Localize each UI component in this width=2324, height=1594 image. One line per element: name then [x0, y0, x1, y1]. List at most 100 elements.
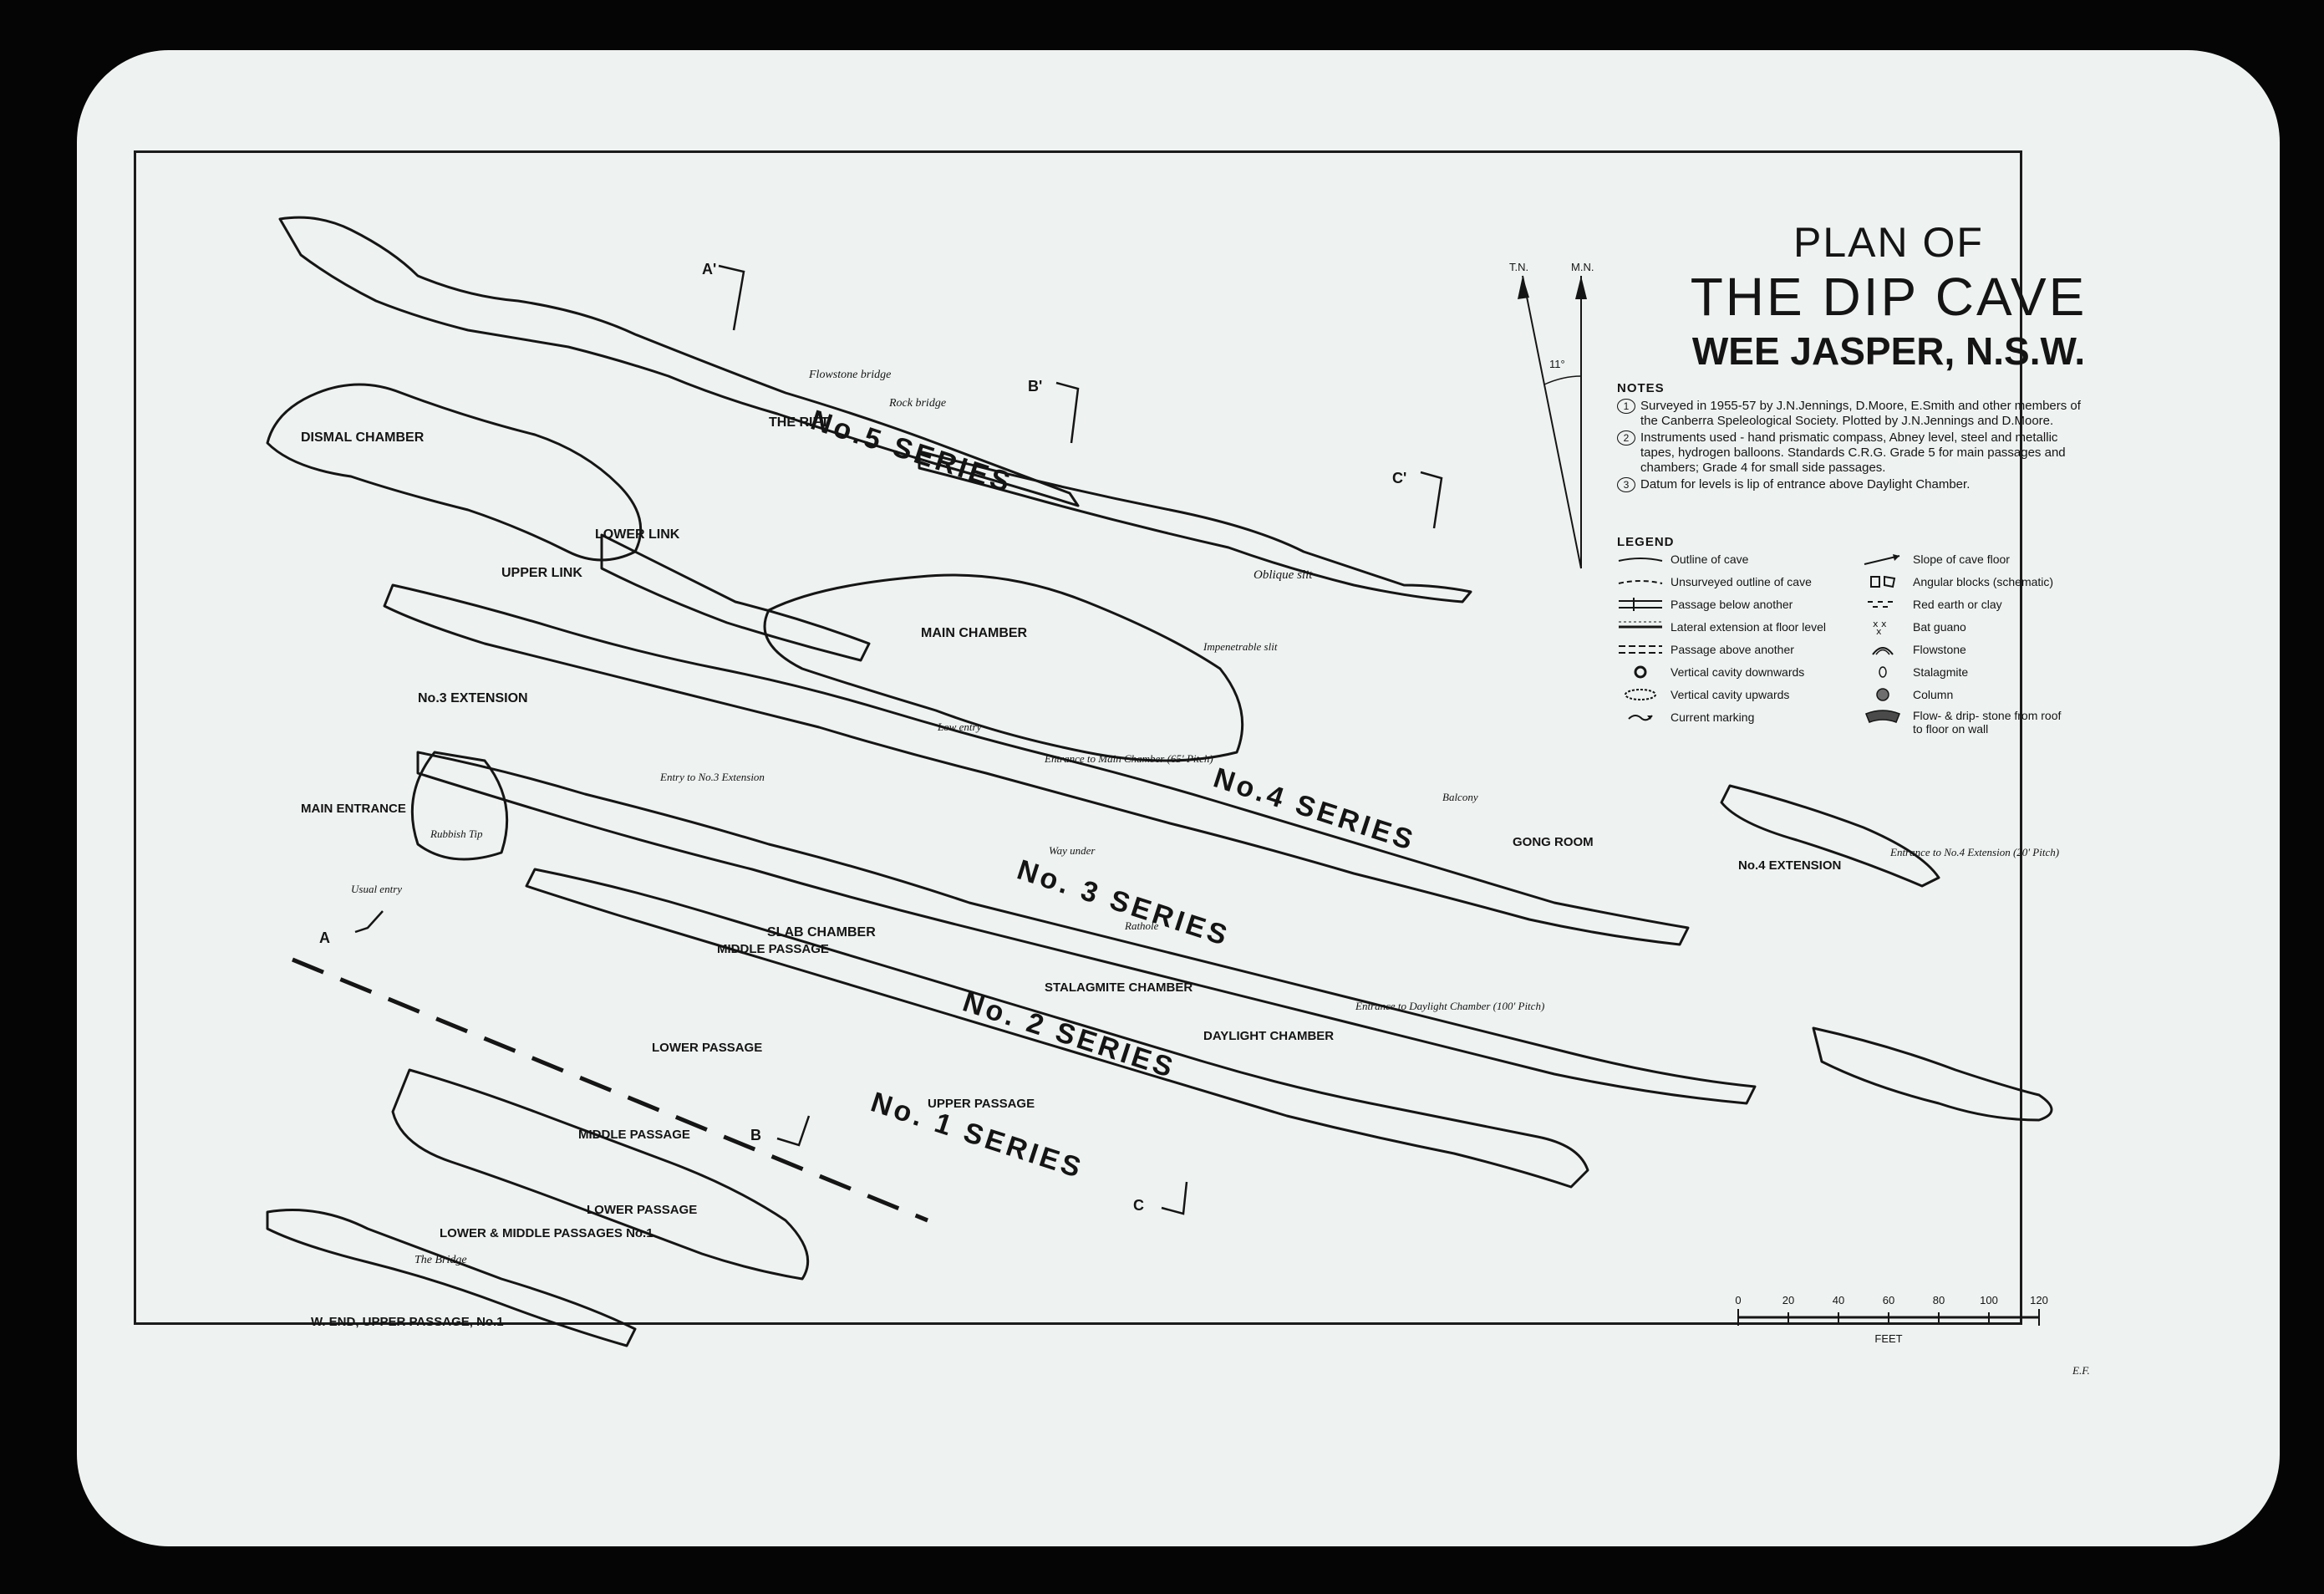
note-number: 2 [1617, 430, 1635, 446]
section-c-prime: C' [1392, 470, 1406, 486]
legend-label: Passage below another [1671, 598, 1793, 611]
legend-item: Unsurveyed outline of cave [1617, 573, 1859, 590]
svg-text:x: x [1876, 626, 1882, 635]
legend-item: Lateral extension at floor level [1617, 619, 1859, 635]
main-entrance-fan [410, 751, 509, 861]
link-passages [600, 533, 871, 662]
label-main-entrance: MAIN ENTRANCE [301, 802, 406, 816]
slope-arrow-icon [1864, 554, 1900, 565]
dashed-outline-icon [1618, 580, 1663, 584]
legend-label: Vertical cavity downwards [1671, 665, 1805, 679]
legend-label: Passage above another [1671, 643, 1794, 656]
label-lower-passage-2: LOWER PASSAGE [587, 1203, 697, 1217]
legend-label: Unsurveyed outline of cave [1671, 575, 1812, 588]
label-low-entry: Low entry [937, 721, 982, 733]
legend-label: Stalagmite [1913, 665, 1969, 679]
label-entrance-main: Entrance to Main Chamber (65' Pitch) [1044, 752, 1213, 765]
north-true-label: T.N. [1509, 261, 1528, 273]
label-lower-passage: LOWER PASSAGE [652, 1041, 762, 1055]
cavity-up-icon [1625, 689, 1656, 700]
legend-item: Vertical cavity downwards [1617, 664, 1859, 680]
legend-label: Current marking [1671, 710, 1755, 724]
east-end-outline [1812, 1026, 2053, 1122]
label-daylight-chamber: DAYLIGHT CHAMBER [1203, 1029, 1334, 1043]
legend-item: Flow- & drip- stone from roof to floor o… [1859, 709, 2085, 737]
stalagmite-icon [1879, 666, 1887, 678]
notes-heading: NOTES [1617, 381, 1665, 395]
label-flowstone-bridge: Flowstone bridge [808, 369, 891, 381]
legend-label: Column [1913, 688, 1954, 701]
scale-tick: 0 [1735, 1294, 1741, 1306]
legend-item: Angular blocks (schematic) [1859, 573, 2085, 590]
note-text: Instruments used - hand prismatic compas… [1640, 430, 2066, 475]
no4-series-outline [383, 583, 1690, 946]
map-title: PLAN OF THE DIP CAVE WEE JASPER, N.S.W. [1663, 219, 2114, 374]
label-upper-link: UPPER LINK [501, 566, 582, 580]
current-marking-icon [1628, 715, 1653, 721]
legend-label: Slope of cave floor [1913, 553, 2010, 566]
angular-blocks-icon [1870, 575, 1896, 588]
label-gong-room: GONG ROOM [1513, 835, 1594, 849]
no5-series-outline [278, 216, 1080, 507]
label-slab-chamber: SLAB CHAMBER [767, 925, 876, 940]
title-cave-name: THE DIP CAVE [1690, 267, 2088, 327]
red-earth-icon [1868, 601, 1893, 608]
label-oblique-slit: Oblique slit [1254, 568, 1313, 582]
label-no4-extension: No.4 EXTENSION [1738, 858, 1841, 873]
legend-label: Flowstone [1913, 643, 1966, 656]
dismal-chamber-outline [266, 383, 643, 562]
dashed-survey-line [292, 957, 928, 1223]
legend-block: LEGEND Outline of cave Slope of cave flo… [1617, 535, 2093, 737]
section-a: A [319, 929, 330, 946]
rift-passage [918, 450, 1472, 603]
label-middle-passage: MIDDLE PASSAGE [717, 942, 829, 956]
series-label-2: No. 2 SERIES [959, 985, 1180, 1084]
label-no3-extension: No.3 EXTENSION [418, 691, 528, 705]
lateral-extension-icon [1619, 621, 1662, 629]
flowstone-icon [1872, 647, 1894, 655]
outline-line-icon [1618, 558, 1663, 562]
title-plan-of: PLAN OF [1793, 219, 1984, 266]
legend-label: Outline of cave [1671, 553, 1749, 566]
w-end-outline [266, 1209, 637, 1347]
label-middle-passage-2: MIDDLE PASSAGE [578, 1128, 690, 1142]
label-usual-entry: Usual entry [351, 883, 402, 895]
north-arrow-icon: T.N. M.N. 11° [1509, 261, 1594, 569]
scale-tick: 40 [1833, 1294, 1844, 1306]
no3-series-outline [416, 751, 1757, 1105]
no1-series-outline [391, 1068, 810, 1281]
label-lower-link: LOWER LINK [595, 527, 680, 542]
legend-label: Red earth or clay [1913, 598, 2002, 611]
bat-guano-icon: x xx [1873, 619, 1887, 635]
legend-item: Red earth or clay [1859, 596, 2085, 613]
no4-extension-outline [1720, 784, 1940, 888]
series-label-3: No. 3 SERIES [1014, 853, 1234, 952]
draftsman-initials: E.F. [2072, 1364, 2090, 1377]
label-entrance-no4: Entrance to No.4 Extension (20' Pitch) [1889, 846, 2059, 858]
title-location: WEE JASPER, N.S.W. [1691, 329, 2086, 373]
legend-item: Column [1859, 686, 2085, 703]
note-text: Surveyed in 1955-57 by J.N.Jennings, D.M… [1640, 399, 2081, 428]
label-balcony: Balcony [1442, 791, 1478, 803]
label-the-rift: THE RIFT [769, 415, 829, 430]
legend-item: Vertical cavity upwards [1617, 686, 1859, 703]
label-entry-no3: Entry to No.3 Extension [659, 771, 765, 783]
label-rock-bridge: Rock bridge [888, 397, 946, 410]
label-way-under: Way under [1049, 844, 1096, 857]
legend-item: Slope of cave floor [1859, 551, 2085, 568]
label-w-end: W. END, UPPER PASSAGE, No.1 [311, 1315, 504, 1329]
scale-tick: 80 [1933, 1294, 1945, 1306]
slide-mount [77, 50, 2280, 1546]
legend-item: Flowstone [1859, 641, 2085, 658]
scale-tick: 20 [1782, 1294, 1794, 1306]
north-magnetic-label: M.N. [1571, 261, 1594, 273]
column-icon [1876, 688, 1889, 701]
scale-unit: FEET [1874, 1332, 1902, 1345]
label-upper-passage: UPPER PASSAGE [928, 1097, 1035, 1111]
scale-bar: 0 20 40 60 80 100 120 FEET [1735, 1294, 2047, 1345]
declination-label: 11° [1549, 358, 1565, 370]
note-text: Datum for levels is lip of entrance abov… [1640, 477, 1971, 491]
legend-item: Current marking [1617, 709, 1859, 726]
